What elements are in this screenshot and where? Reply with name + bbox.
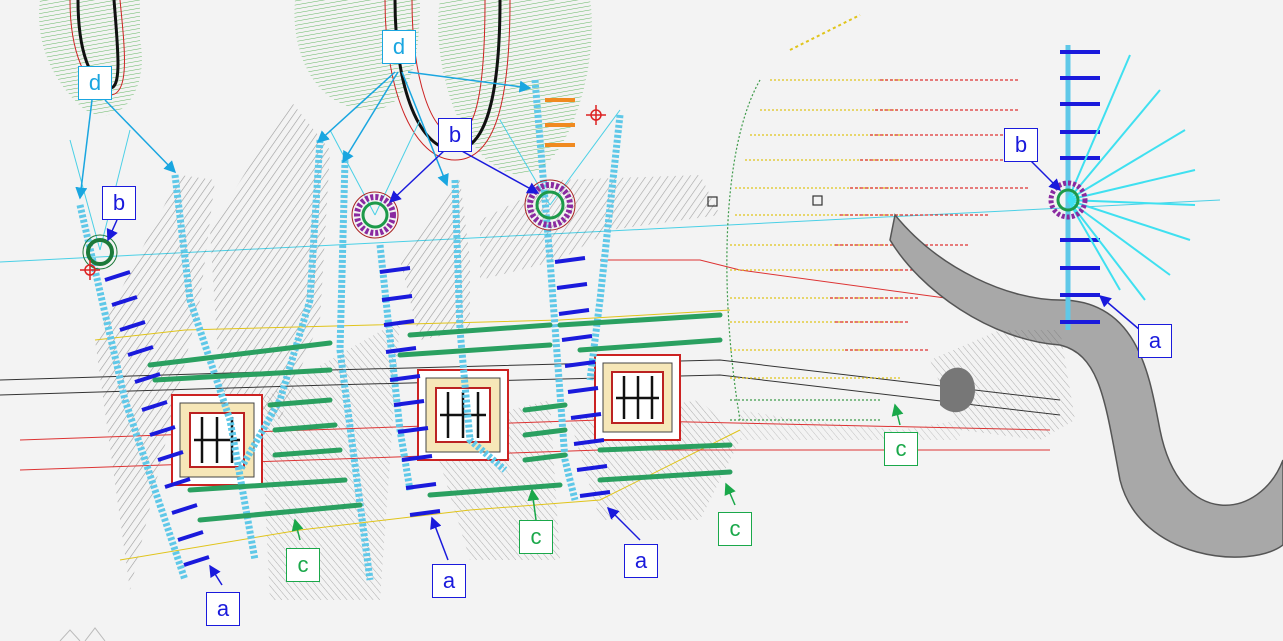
right-road bbox=[889, 213, 1283, 558]
green-bars bbox=[147, 312, 733, 523]
shafts bbox=[82, 179, 1088, 270]
right-anchor-rod bbox=[1060, 45, 1196, 330]
top-road-loops bbox=[39, 0, 592, 175]
label-b-right: b bbox=[1004, 128, 1038, 162]
leader-lines-c bbox=[291, 403, 904, 541]
label-c-far-right: c bbox=[718, 512, 752, 546]
square-markers bbox=[707, 195, 823, 207]
hatched-slopes bbox=[95, 100, 960, 600]
axis-glyph bbox=[59, 627, 106, 641]
blue-bars bbox=[104, 256, 611, 567]
label-a-right: a bbox=[1138, 324, 1172, 358]
orange-posts bbox=[545, 98, 575, 147]
label-a-center: a bbox=[432, 564, 466, 598]
label-b-middle: b bbox=[438, 118, 472, 152]
label-c-left: c bbox=[286, 548, 320, 582]
survey-markers bbox=[80, 105, 606, 280]
leader-lines-d bbox=[75, 71, 532, 200]
label-d-top: d bbox=[382, 30, 416, 64]
anchor-grid bbox=[726, 14, 1030, 421]
label-b-left: b bbox=[102, 186, 136, 220]
drainage-channels bbox=[76, 79, 624, 582]
label-a-center-right: a bbox=[624, 544, 658, 578]
label-c-right: c bbox=[884, 432, 918, 466]
foundations bbox=[171, 354, 681, 486]
label-c-middle: c bbox=[519, 520, 553, 554]
leader-lines-a bbox=[209, 295, 1141, 586]
label-d-left: d bbox=[78, 66, 112, 100]
label-a-left: a bbox=[206, 592, 240, 626]
leader-lines-b bbox=[106, 149, 1062, 242]
